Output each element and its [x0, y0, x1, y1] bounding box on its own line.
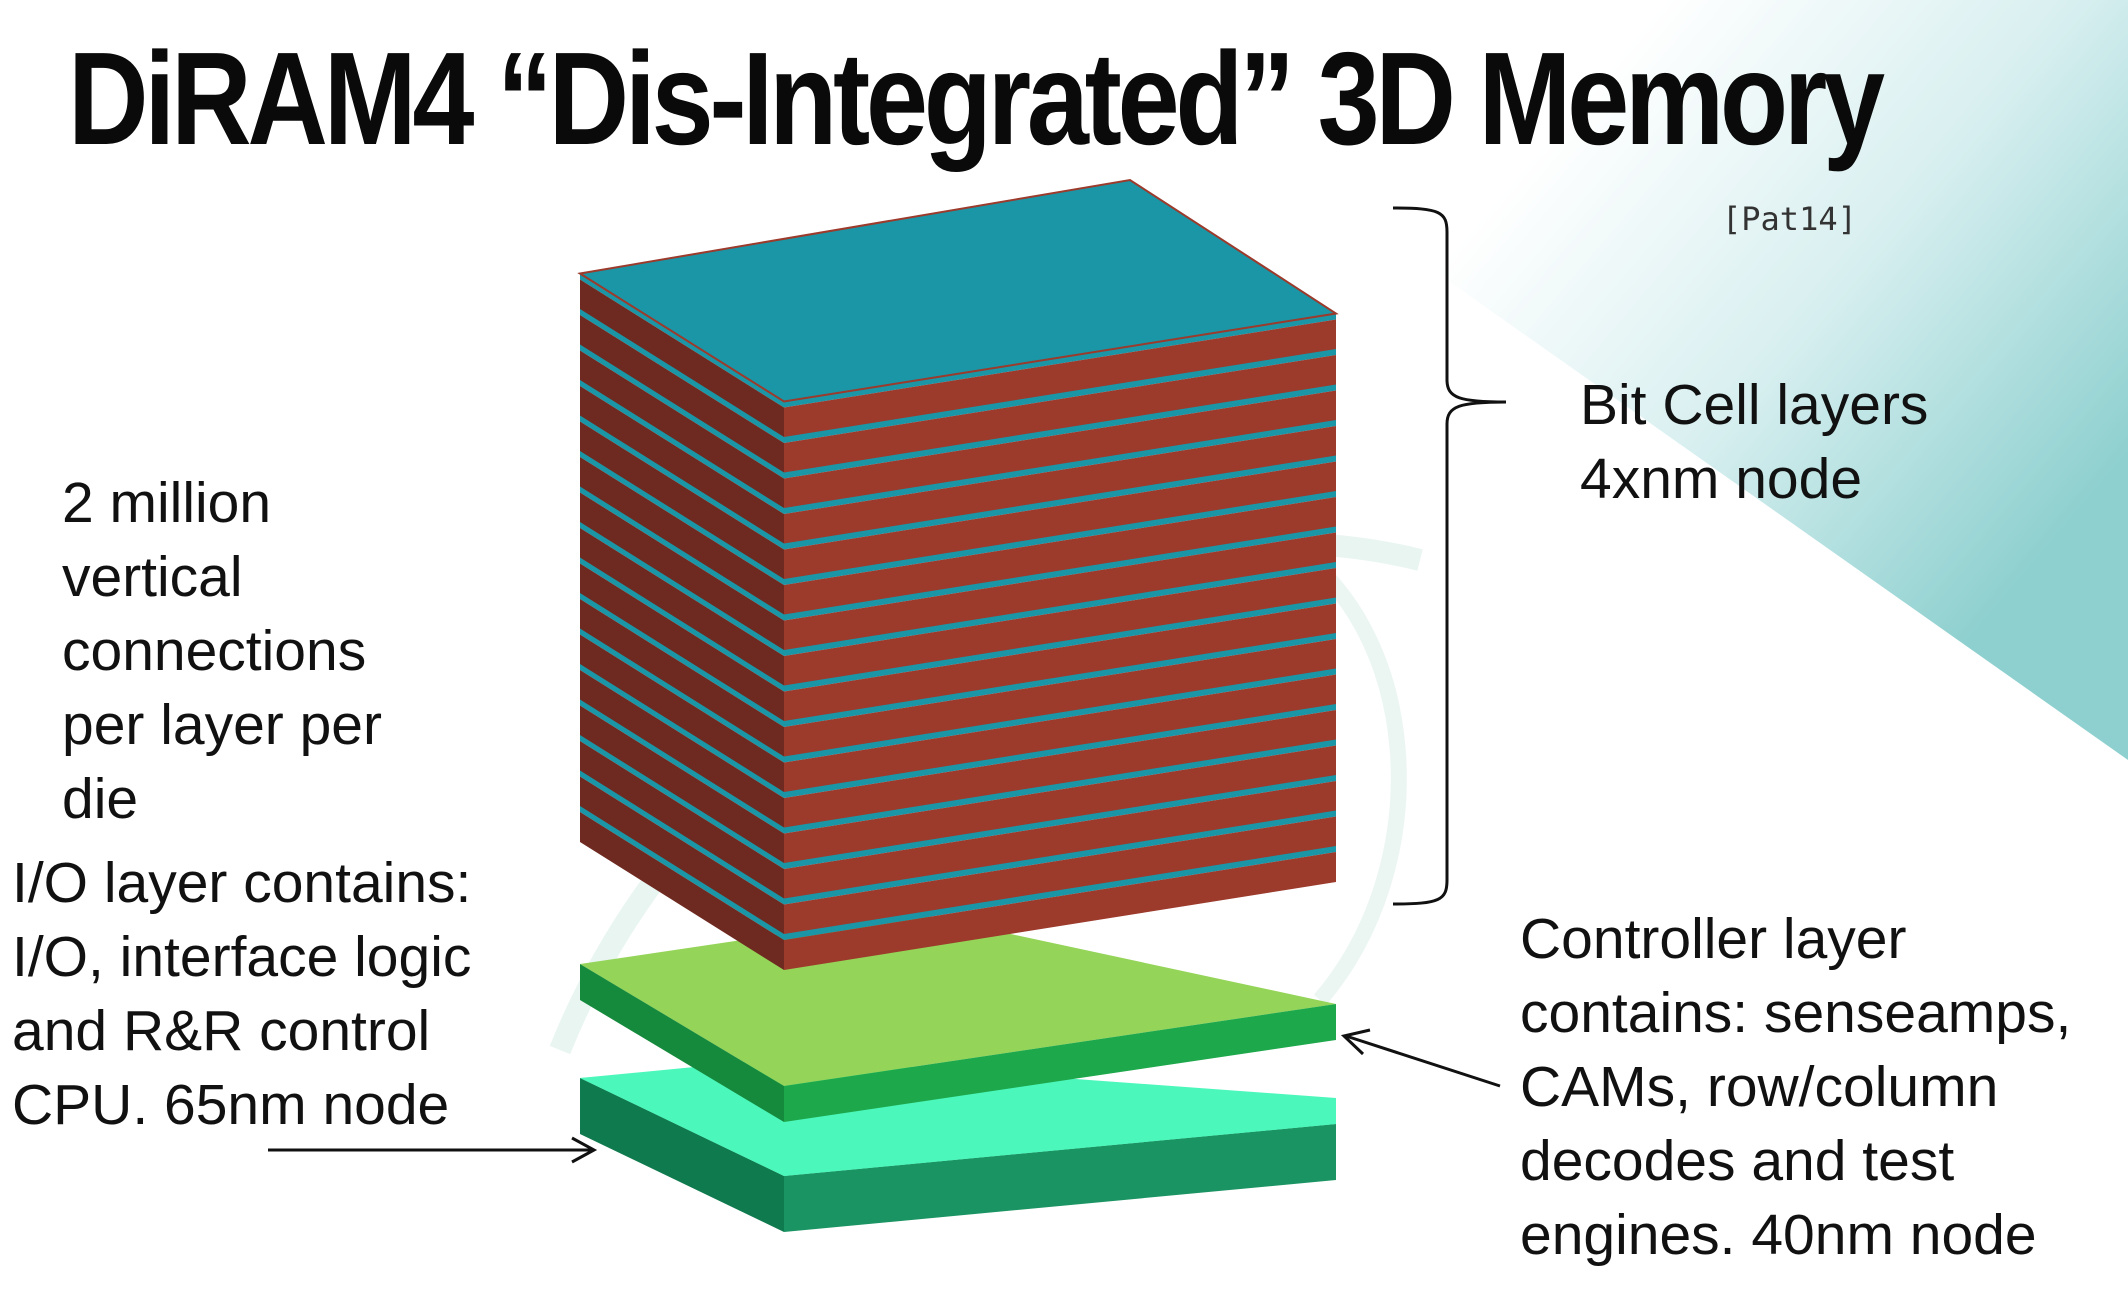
bit-cell-layer-front-face: [784, 816, 1336, 935]
bit-cell-layer-edge: [580, 699, 1336, 834]
bit-cell-layer: [580, 628, 1336, 793]
bit-cell-layer: [580, 593, 1336, 757]
bit-cell-layer-left-face: [580, 386, 784, 544]
bit-cell-layer: [580, 451, 1336, 615]
bit-cell-layer-left-face: [580, 563, 784, 722]
bit-cell-layer-front-face: [784, 497, 1336, 615]
vertical-label-line: die: [62, 767, 139, 831]
bit-cell-layer-left-face: [580, 492, 784, 651]
bit-cell-layer-left-face: [580, 350, 784, 509]
bit-cell-layer-front-face: [784, 461, 1336, 580]
bit-cell-label-line: Bit Cell layers: [1580, 373, 1929, 437]
bit-cell-layer-front-face: [784, 390, 1336, 509]
bit-cell-layer: [580, 664, 1336, 828]
controller-layer-left-face: [580, 964, 784, 1122]
controller-label-line: engines. 40nm node: [1520, 1203, 2037, 1267]
bit-cell-layer-front-face: [784, 639, 1336, 757]
bit-cell-layer-front-face: [784, 674, 1336, 793]
bit-cell-layer-front-face: [784, 532, 1336, 651]
bit-cell-layer: [580, 380, 1336, 544]
citation: [Pat14]: [1722, 200, 1857, 238]
bit-cell-layer: [580, 735, 1336, 899]
io-label-line: I/O layer contains:: [12, 851, 472, 915]
vertical-label-line: vertical: [62, 545, 243, 609]
bit-cell-label: Bit Cell layers 4xnm node: [1580, 368, 1928, 516]
bit-cell-layer-left-face: [580, 705, 784, 864]
bit-cell-layer-left-face: [580, 812, 784, 970]
bit-cell-layer-front-face: [784, 781, 1336, 899]
vertical-label-line: 2 million: [62, 471, 272, 535]
vertical-connections-label: 2 million vertical connections per layer…: [62, 466, 382, 836]
bit-cell-layer-edge: [580, 770, 1336, 905]
bit-cell-layer-front-face: [784, 852, 1336, 970]
bit-cell-layer: [580, 273, 1336, 438]
bit-cell-layer-front-face: [784, 745, 1336, 864]
bit-cell-layer: [580, 770, 1336, 935]
bit-cell-layer-edge: [580, 486, 1336, 621]
bit-cell-layer: [580, 557, 1336, 722]
bit-cell-layer-edge: [580, 735, 1336, 869]
bit-cell-layer: [580, 806, 1336, 970]
controller-pointer-arrowhead: [1340, 1028, 1371, 1056]
bit-cell-layer-left-face: [580, 741, 784, 899]
bit-cell-layer-left-face: [580, 670, 784, 828]
bit-cell-layer-edge: [580, 415, 1336, 550]
bit-cell-layer-left-face: [580, 457, 784, 615]
io-label-line: and R&R control: [12, 999, 431, 1063]
io-label-line: CPU. 65nm node: [12, 1073, 450, 1137]
bit-cell-layer-front-face: [784, 710, 1336, 828]
bit-cell-layer-edge: [580, 309, 1336, 443]
bit-cell-layer-front-face: [784, 603, 1336, 722]
bit-cell-top-face: [577, 178, 1339, 403]
bit-cell-bracket: [1392, 206, 1507, 906]
bit-cell-layer: [580, 344, 1336, 509]
controller-label-line: contains: senseamps,: [1520, 981, 2072, 1045]
bit-cell-layer-edge: [580, 344, 1336, 479]
bit-cell-layer-edge: [580, 628, 1336, 763]
io-label-line: I/O, interface logic: [12, 925, 472, 989]
controller-layer-label: Controller layer contains: senseamps, CA…: [1520, 902, 2071, 1272]
bit-cell-top-surface: [577, 178, 1339, 403]
bit-cell-layer-edge: [580, 557, 1336, 692]
bit-cell-layer: [580, 486, 1336, 651]
bit-cell-layer: [580, 415, 1336, 580]
controller-label-line: Controller layer: [1520, 907, 1907, 971]
bit-cell-layer: [580, 309, 1336, 473]
bit-cell-layer-edge: [580, 806, 1336, 940]
bit-cell-layer-left-face: [580, 279, 784, 438]
bit-cell-layer-left-face: [580, 421, 784, 580]
controller-label-line: CAMs, row/column: [1520, 1055, 1999, 1119]
bit-cell-layer-stack: [580, 273, 1336, 970]
bit-cell-layer-front-face: [784, 355, 1336, 473]
bit-cell-layer-edge: [580, 664, 1336, 798]
io-layer-front-face: [784, 1124, 1336, 1232]
bit-cell-layer-left-face: [580, 599, 784, 757]
bit-cell-layer-left-face: [580, 528, 784, 686]
bit-cell-layer-front-face: [784, 568, 1336, 686]
bit-cell-layer-edge: [580, 380, 1336, 514]
bit-cell-layer-edge: [580, 273, 1336, 408]
bit-cell-layer-front-face: [784, 319, 1336, 438]
controller-layer-front-face: [784, 1004, 1336, 1122]
bit-cell-layer-edge: [580, 451, 1336, 585]
vertical-label-line: per layer per: [62, 693, 382, 757]
io-pointer-arrowhead: [571, 1136, 598, 1164]
controller-pointer-arrow: [1345, 1034, 1501, 1088]
controller-label-line: decodes and test: [1520, 1129, 1955, 1193]
io-layer-left-face: [580, 1078, 784, 1232]
bit-cell-layer: [580, 699, 1336, 864]
bit-cell-layer-left-face: [580, 776, 784, 935]
vertical-label-line: connections: [62, 619, 367, 683]
bit-cell-layer-front-face: [784, 426, 1336, 544]
bit-cell-label-line: 4xnm node: [1580, 447, 1863, 511]
bit-cell-layer-edge: [580, 593, 1336, 727]
bit-cell-layer: [580, 522, 1336, 686]
bit-cell-layer-edge: [580, 522, 1336, 656]
bit-cell-layer-left-face: [580, 634, 784, 793]
io-layer-label: I/O layer contains: I/O, interface logic…: [12, 846, 471, 1142]
slide-title: DiRAM4 “Dis-Integrated” 3D Memory: [68, 25, 1885, 172]
bit-cell-layer-left-face: [580, 315, 784, 473]
